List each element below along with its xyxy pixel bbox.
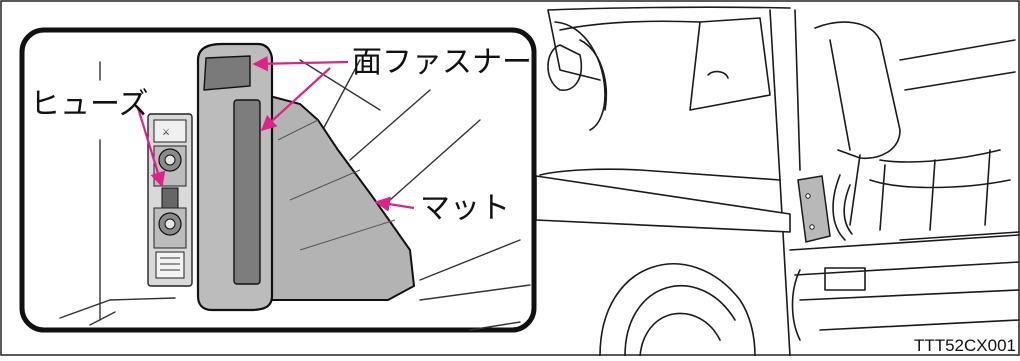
label-hook-and-loop: 面ファスナー	[352, 46, 532, 79]
label-mat: マット	[420, 192, 510, 225]
fuse-box: ⚔	[148, 114, 192, 286]
svg-text:⚔: ⚔	[162, 127, 170, 137]
hook-and-loop-strip	[234, 100, 260, 284]
figure-code: TTT52CX001	[914, 336, 1016, 355]
label-fuse: ヒューズ	[30, 88, 149, 121]
detail-inset: ⚔ ヒューズ 面ファスナー マット	[22, 30, 534, 330]
hook-and-loop-top	[204, 56, 250, 90]
